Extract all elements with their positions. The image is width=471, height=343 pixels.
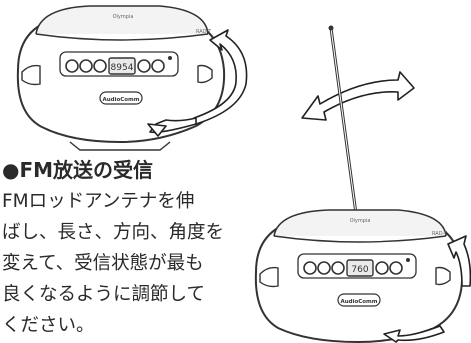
rotate-arrow-bottom-icon [383,235,471,343]
radio-top-brand: AudioComm [102,97,139,103]
bullet-icon: ● [2,158,20,182]
section-title: FM放送の受信 [19,158,154,182]
section-body: FMロッドアンテナを伸 ばし、長さ、方向、角度を 変えて、受信状態が最も 良くな… [2,186,242,341]
rotate-arrow-top-icon [147,29,248,137]
button-stop-icon [137,59,151,73]
body-line: ばし、長さ、方向、角度を [2,222,225,243]
radio-top: Olympia RAD-T 8954 AudioComm [16,5,226,151]
radio-top-display [108,57,136,75]
antenna-swing-arrow-icon [301,71,415,121]
body-line: 変えて、受信状態が最も [2,253,204,274]
button-next-icon [79,59,93,73]
section-heading: ●FM放送の受信 [2,158,153,182]
bottom-lid-logo: Olympia [350,218,371,224]
radio-bottom-brand: AudioComm [340,299,377,305]
radio-top-display-text: 8954 [111,63,134,73]
radio-top-model: RAD-T [196,29,212,35]
radio-bottom-model: RAD-T [432,231,448,237]
body-line: ください。 [2,315,95,336]
body-line: FMロッドアンテナを伸 [2,191,195,212]
radio-bottom-display-text: 760 [351,265,368,275]
radio-top-badge [99,91,143,105]
button-play-icon [151,59,165,73]
radio-bottom-display [346,259,374,277]
top-lid-logo: Olympia [113,14,134,20]
radio-bottom: Olympia RAD-T 760 AudioComm [254,25,464,343]
body-line: 良くなるように調節して [2,284,205,305]
button-prev-icon [65,59,79,73]
button-mode-icon [93,59,107,73]
